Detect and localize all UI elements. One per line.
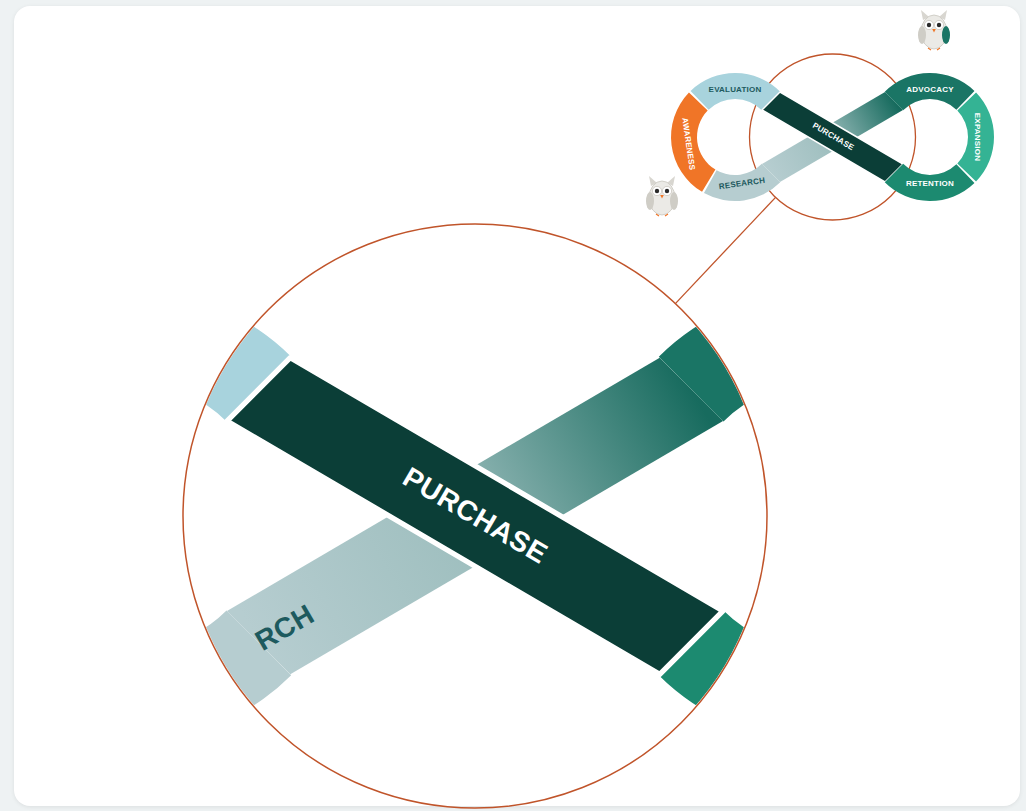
- zoom-label: PURCHASE: [398, 463, 552, 569]
- stage-label: RETENTION: [906, 180, 954, 188]
- loop-segment: [659, 291, 975, 422]
- zoom-label: RCH: [251, 600, 319, 656]
- zoom-circle: [183, 224, 767, 808]
- stage-label: EXPANSION: [973, 113, 981, 161]
- owl-mascot: [646, 176, 678, 216]
- owl-mascot: [918, 10, 950, 50]
- research-band: [227, 358, 723, 675]
- stage-label: EVALUATION: [709, 86, 762, 94]
- crossing-band: PURCHASE: [762, 92, 903, 182]
- zoom-marker: [750, 54, 916, 220]
- loop-segment: [0, 360, 63, 709]
- loop-segment: [914, 360, 1026, 673]
- loop-segment: RETENTION: [866, 73, 994, 201]
- zoom-view: [0, 291, 1026, 741]
- leader-line: [675, 197, 775, 303]
- purchase-band: [227, 358, 723, 675]
- research-band: [762, 92, 903, 182]
- stage-label: ADVOCACY: [906, 86, 953, 94]
